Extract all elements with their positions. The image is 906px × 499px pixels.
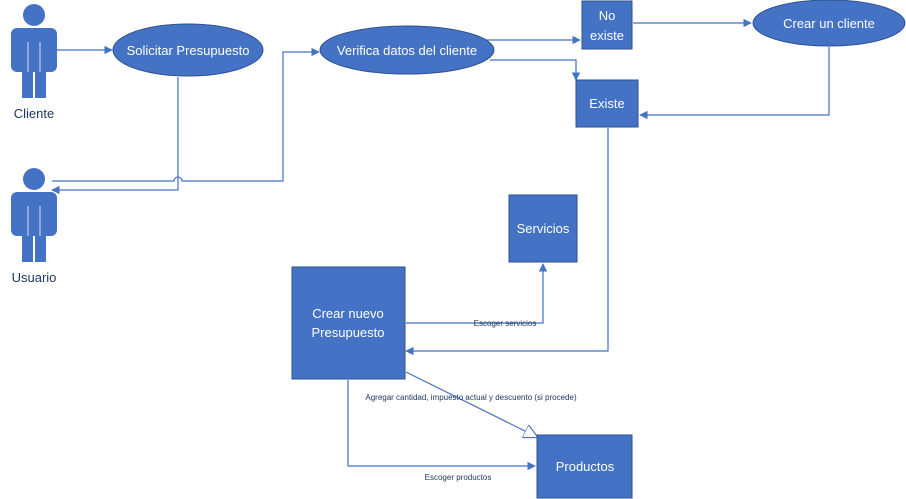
usecase-solicitar-presupuesto[interactable]: Solicitar Presupuesto: [112, 23, 264, 77]
box-no-existe[interactable]: No existe: [581, 0, 633, 50]
actor-usuario-label: Usuario: [12, 270, 57, 285]
actor-usuario-leg-right: [35, 224, 46, 262]
actor-cliente: [11, 4, 57, 98]
edge-verifica-existe: [490, 59, 581, 81]
actor-usuario-head-icon: [23, 168, 45, 190]
edge-label-escoger-servicios: Escoger servicios: [474, 319, 537, 328]
usecase-verifica-datos[interactable]: Verifica datos del cliente: [319, 25, 495, 75]
actor-usuario: [11, 168, 57, 262]
box-crear-presupuesto[interactable]: Crear nuevo Presupuesto: [291, 266, 406, 380]
actor-cliente-leg-left: [22, 60, 33, 98]
edge-solicitar-usuario: [51, 77, 179, 195]
box-no-existe-label-line1: No: [599, 8, 616, 23]
box-productos[interactable]: Productos: [536, 434, 633, 499]
usecase-verifica-label: Verifica datos del cliente: [337, 43, 477, 58]
edge-crearcliente-existe: [639, 47, 830, 120]
edge-existe-presupuesto: [405, 128, 609, 356]
usecase-solicitar-label: Solicitar Presupuesto: [127, 43, 250, 58]
edge-usuario-verifica: [52, 47, 320, 182]
edge-label-escoger-productos: Escoger productos: [425, 473, 492, 482]
usecase-crear-cliente-label: Crear un cliente: [783, 16, 875, 31]
box-crear-presupuesto-label-line1: Crear nuevo: [312, 306, 384, 321]
edge-presupuesto-servicios: [406, 263, 548, 324]
box-crear-presupuesto-label-line2: Presupuesto: [312, 325, 385, 340]
box-no-existe-label-line2: existe: [590, 28, 624, 43]
actor-usuario-body: [11, 192, 57, 236]
box-servicios[interactable]: Servicios: [508, 194, 578, 263]
edge-presupuesto-productos-diagonal: [405, 371, 537, 437]
actor-cliente-leg-right: [35, 60, 46, 98]
usecase-crear-cliente[interactable]: Crear un cliente: [752, 0, 906, 47]
actor-usuario-leg-left: [22, 224, 33, 262]
actor-cliente-body: [11, 28, 57, 72]
edge-label-agregar: Agregar cantidad, impuesto actual y desc…: [365, 393, 577, 402]
actor-cliente-label: Cliente: [14, 106, 54, 121]
actor-cliente-head-icon: [23, 4, 45, 26]
box-existe[interactable]: Existe: [575, 79, 639, 128]
connectors: [51, 18, 830, 471]
box-existe-label: Existe: [589, 96, 624, 111]
box-servicios-label: Servicios: [517, 221, 570, 236]
box-productos-label: Productos: [556, 459, 615, 474]
edge-presupuesto-productos: [347, 380, 536, 471]
